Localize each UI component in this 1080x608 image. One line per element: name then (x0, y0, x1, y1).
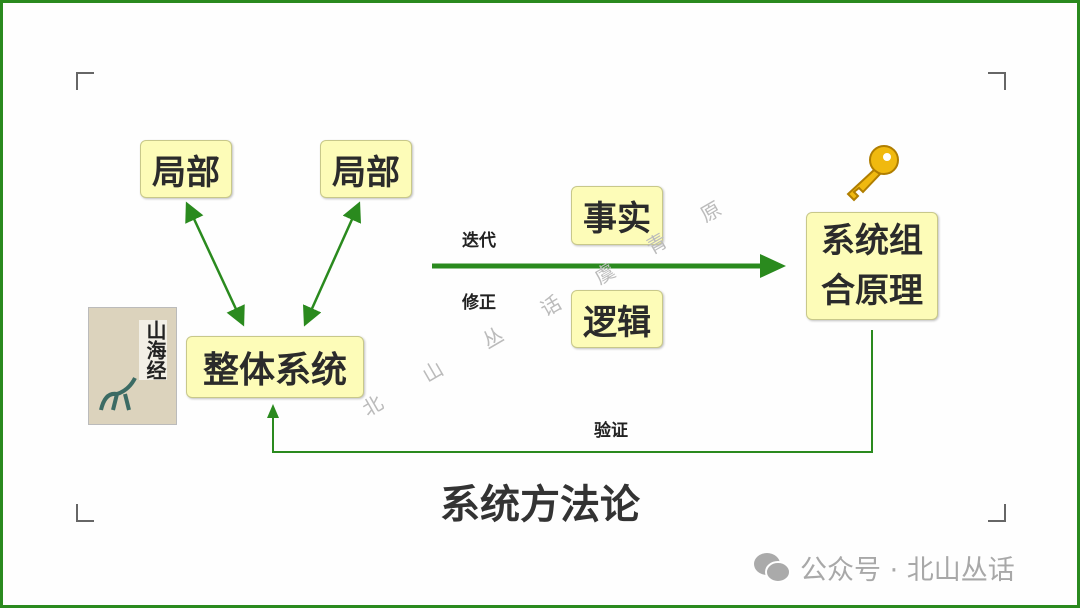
wechat-icon (754, 552, 791, 583)
arrow-right-part (303, 201, 361, 327)
node-logic: 逻辑 (571, 290, 663, 348)
arrow-left-part (185, 201, 245, 327)
label-iterate: 迭代 (462, 231, 496, 251)
book-title: 山海经 (139, 320, 167, 380)
footer: 公众号 · 北山丛话 (752, 548, 1015, 587)
node-whole-system: 整体系统 (186, 336, 364, 398)
diagram-title: 系统方法论 (440, 482, 640, 528)
node-part-left: 局部 (140, 140, 232, 198)
label-revise: 修正 (462, 293, 496, 313)
key-icon (846, 145, 899, 202)
label-verify: 验证 (594, 421, 628, 441)
book-cover-image: 山海经 (88, 307, 177, 425)
corner-mark (76, 504, 94, 522)
footer-text: 公众号 · 北山丛话 (800, 555, 1015, 586)
corner-mark (988, 72, 1006, 90)
node-part-right: 局部 (320, 140, 412, 198)
node-fact: 事实 (571, 186, 663, 245)
verify-loop (272, 330, 873, 453)
main-arrowhead (760, 254, 786, 278)
corner-mark (76, 72, 94, 90)
corner-mark (988, 504, 1006, 522)
node-principle: 系统组合原理 (806, 212, 938, 320)
